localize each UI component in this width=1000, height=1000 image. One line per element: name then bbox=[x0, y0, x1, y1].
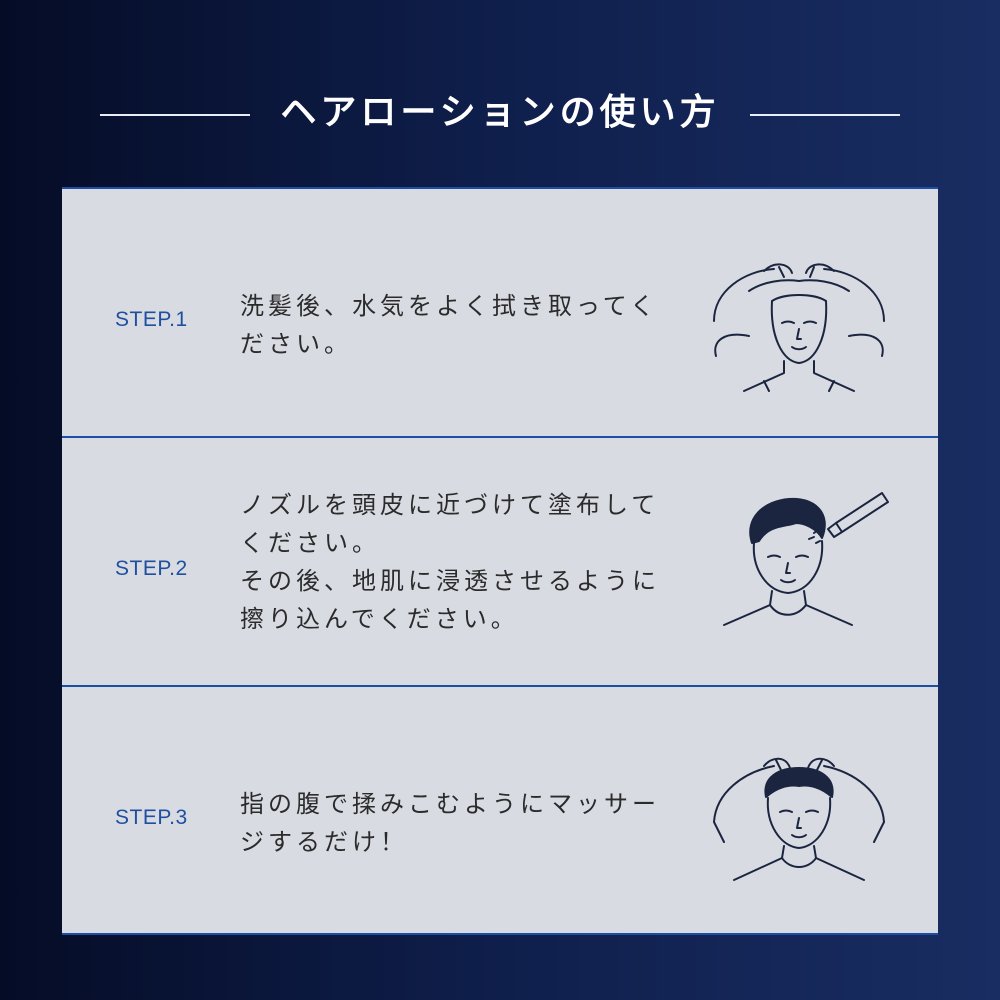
step-2-line-2: ください。 bbox=[240, 529, 380, 557]
step-card-2: STEP.2 ノズルを頭皮に近づけて塗布して ください。 その後、地肌に浸透させ… bbox=[62, 436, 938, 684]
step-instruction-1: 洗髪後、水気をよく拭き取ってく ださい。 bbox=[240, 287, 680, 363]
title-left-divider bbox=[100, 114, 250, 116]
step-instruction-2: ノズルを頭皮に近づけて塗布して ください。 その後、地肌に浸透させるように 擦り… bbox=[240, 486, 680, 638]
page-title: ヘアローションの使い方 bbox=[280, 92, 720, 133]
step-2-line-1: ノズルを頭皮に近づけて塗布して bbox=[240, 491, 660, 519]
step-2-line-3: その後、地肌に浸透させるように bbox=[240, 567, 660, 595]
step-label-1: STEP.1 bbox=[115, 308, 188, 331]
towel-drying-hair-icon bbox=[704, 251, 894, 401]
step-3-line-2: ジするだけ！ bbox=[240, 828, 408, 856]
title-right-divider bbox=[750, 114, 900, 116]
scalp-massage-icon bbox=[704, 742, 894, 892]
step-label-2: STEP.2 bbox=[115, 557, 188, 580]
step-1-line-2: ださい。 bbox=[240, 330, 352, 358]
steps-panel: STEP.1 洗髪後、水気をよく拭き取ってく ださい。 bbox=[62, 187, 938, 935]
step-2-line-4: 擦り込んでください。 bbox=[240, 605, 519, 633]
step-1-line-1: 洗髪後、水気をよく拭き取ってく bbox=[240, 292, 659, 320]
step-instruction-3: 指の腹で揉みこむようにマッサー ジするだけ！ bbox=[240, 785, 680, 861]
title-area: ヘアローションの使い方 bbox=[0, 0, 1000, 190]
step-label-3: STEP.3 bbox=[115, 806, 188, 829]
step-card-1: STEP.1 洗髪後、水気をよく拭き取ってく ださい。 bbox=[62, 187, 938, 435]
step-3-line-1: 指の腹で揉みこむようにマッサー bbox=[240, 790, 660, 818]
step-card-3: STEP.3 指の腹で揉みこむようにマッサー ジするだけ！ bbox=[62, 685, 938, 935]
nozzle-application-icon bbox=[704, 483, 894, 633]
